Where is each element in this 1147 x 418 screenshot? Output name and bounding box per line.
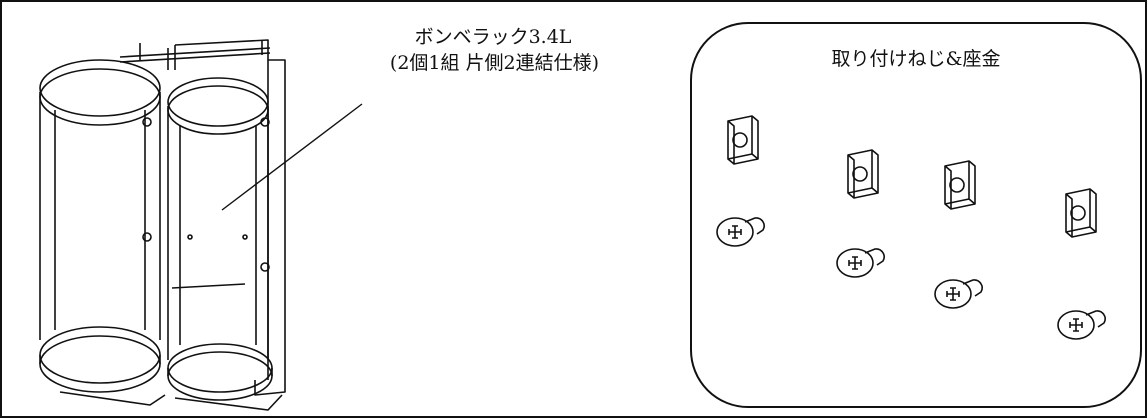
cylinder-rack-drawing [39, 39, 286, 411]
leader-line [221, 103, 363, 211]
rack-title: ボンベラック3.4L [414, 26, 572, 48]
screw-icon [934, 279, 983, 309]
rack-subtitle: (2個1組 片側2連結仕様) [389, 52, 600, 74]
washer-icon [944, 160, 976, 210]
washer-icon [847, 149, 879, 199]
screw-icon [716, 217, 765, 247]
washer-icon [727, 115, 759, 165]
hardware-kit-title: 取り付けねじ&座金 [831, 48, 1001, 70]
screw-icon [836, 248, 885, 278]
washer-icon [1065, 188, 1097, 238]
screw-icon [1057, 310, 1106, 340]
hardware-kit-box [690, 22, 1142, 408]
